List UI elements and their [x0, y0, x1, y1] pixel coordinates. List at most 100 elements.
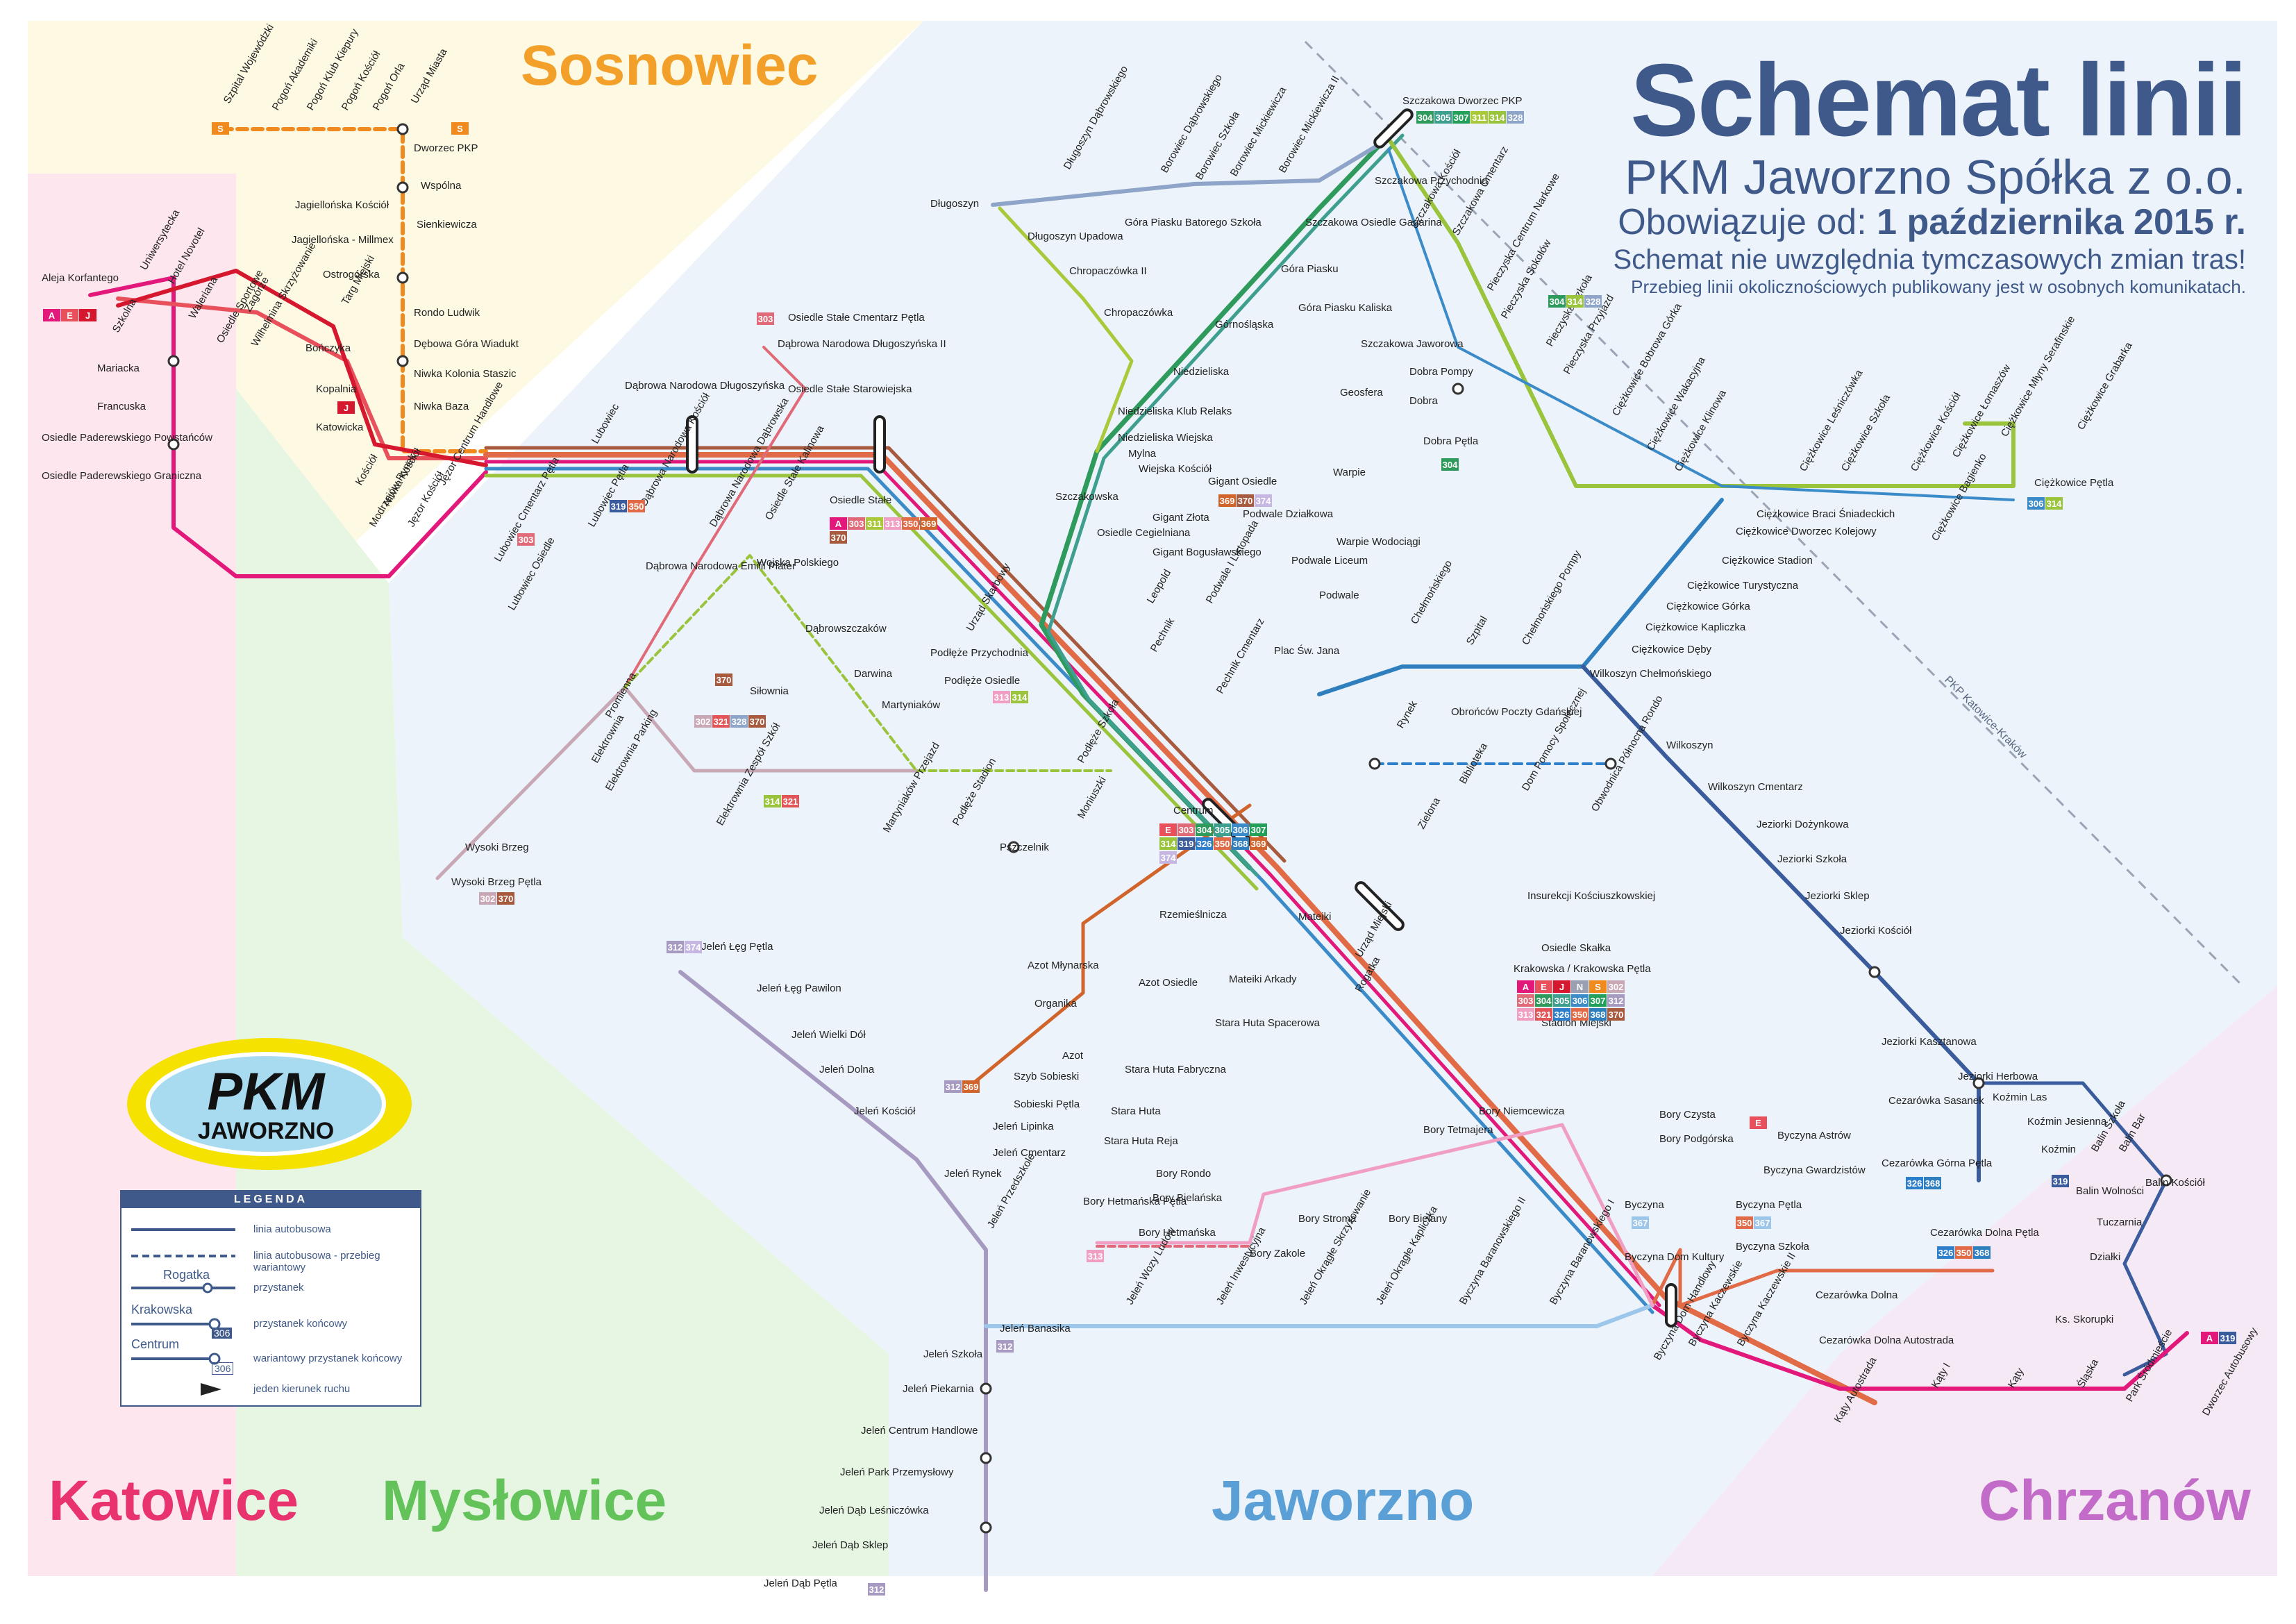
stop-label[interactable]: Geosfera	[1340, 387, 1383, 399]
stop-label[interactable]: Byczyna Pętla	[1736, 1199, 1802, 1211]
stop-label[interactable]: Ciężkowice Górka	[1666, 601, 1751, 612]
stop-label[interactable]: Wiejska Kościół	[1139, 463, 1212, 475]
stop-label[interactable]: Niedzieliska Klub Relaks	[1118, 405, 1232, 417]
stop-label[interactable]: Dąbrowa Narodowa Długoszyńska II	[778, 338, 946, 350]
stop-label[interactable]: Azot Osiedle	[1139, 977, 1198, 989]
stop-label[interactable]: Byczyna Dom Kultury	[1625, 1251, 1725, 1263]
stop-label[interactable]: Bory Hetmańska	[1139, 1227, 1216, 1239]
terminal-marker[interactable]	[1354, 880, 1405, 932]
stop-label[interactable]: Bończyka	[305, 342, 351, 354]
stop-label[interactable]: Wysoki Brzeg	[465, 842, 529, 853]
stop-label[interactable]: Jeziorki Dożynkowa	[1757, 819, 1849, 830]
stop-label[interactable]: Bory Rondo	[1156, 1168, 1211, 1180]
stop-label[interactable]: Ciężkowice Braci Śniadeckich	[1757, 508, 1895, 520]
stop-label[interactable]: Jeleń Park Przemysłowy	[840, 1466, 954, 1478]
stop-label[interactable]: Rzemieślnicza	[1159, 909, 1227, 921]
stop-label[interactable]: Bory Niemcewicza	[1479, 1105, 1565, 1117]
stop-label[interactable]: Górnośląska	[1215, 319, 1274, 330]
stop-label[interactable]: Dobra	[1409, 395, 1439, 407]
stop-label[interactable]: Szczakowska	[1055, 491, 1119, 503]
stop-label[interactable]: Ostrogórska	[323, 269, 380, 281]
stop-label[interactable]: Stara Huta Spacerowa	[1215, 1017, 1321, 1029]
stop-label[interactable]: Ciężkowice Turystyczna	[1687, 580, 1799, 592]
stop-label[interactable]: Bory Tetmajera	[1423, 1124, 1493, 1136]
stop-label[interactable]: Pszczelnik	[1000, 842, 1049, 853]
stop-label[interactable]: Podwale Liceum	[1291, 555, 1368, 567]
stop-label[interactable]: Francuska	[97, 401, 146, 412]
stop-label[interactable]: Niedzieliska	[1173, 366, 1230, 378]
stop-label[interactable]: Sienkiewicza	[417, 219, 477, 231]
stop-label[interactable]: Ciężkowice Stadion	[1722, 555, 1813, 567]
stop-label[interactable]: Podłęże Przychodnia	[930, 647, 1029, 659]
stop-label[interactable]: Jeziorki Herbowa	[1958, 1071, 2038, 1082]
stop-label[interactable]: Wojska Polskiego	[757, 557, 839, 569]
stop-label[interactable]: Stara Huta Fabryczna	[1125, 1064, 1227, 1075]
stop-label[interactable]: Darwina	[854, 668, 893, 680]
stop-label[interactable]: Niwka Baza	[414, 401, 469, 412]
stop-label[interactable]: Gigant Bogusławskiego	[1153, 546, 1262, 558]
stop-label[interactable]: Gigant Osiedle	[1208, 476, 1277, 487]
stop-label[interactable]: Jagiellońska Kościół	[295, 199, 389, 211]
stop-label[interactable]: Koźmin Jesienna	[2027, 1116, 2107, 1128]
stop-label[interactable]: Dębowa Góra Wiadukt	[414, 338, 519, 350]
stop-label[interactable]: Ciężkowice Dworzec Kolejowy	[1736, 526, 1877, 537]
stop-label[interactable]: Jeleń Łęg Pętla	[701, 941, 773, 953]
stop-label[interactable]: Gigant Złota	[1153, 512, 1209, 524]
stop-label[interactable]: Cezarówka Dolna	[1816, 1289, 1898, 1301]
stop-label[interactable]: Koźmin Las	[1993, 1091, 2047, 1103]
stop-label[interactable]: Ks. Skorupki	[2055, 1314, 2113, 1325]
stop-label[interactable]: Chropaczówka	[1104, 307, 1173, 319]
terminal-marker[interactable]	[1665, 1283, 1677, 1328]
stop-marker[interactable]	[1007, 841, 1020, 853]
stop-label[interactable]: Stara Huta Reja	[1104, 1135, 1178, 1147]
stop-label[interactable]: Dobra Pętla	[1423, 435, 1479, 447]
stop-marker[interactable]	[167, 438, 180, 451]
stop-marker[interactable]	[396, 271, 409, 284]
stop-marker[interactable]	[1868, 966, 1881, 978]
stop-label[interactable]: Szyb Sobieski	[1014, 1071, 1079, 1082]
stop-label[interactable]: Wilkoszyn Chełmońskiego	[1590, 668, 1711, 680]
stop-label[interactable]: Wilkoszyn	[1666, 739, 1713, 751]
stop-label[interactable]: Plac Św. Jana	[1274, 644, 1340, 657]
stop-label[interactable]: Katowicka	[316, 421, 364, 433]
stop-label[interactable]: Mylna	[1128, 448, 1157, 460]
stop-label[interactable]: Balin Kościół	[2145, 1177, 2206, 1189]
stop-label[interactable]: Jeziorki Szkoła	[1777, 853, 1847, 865]
stop-label[interactable]: Bory Czysta	[1659, 1109, 1716, 1121]
stop-label[interactable]: Jeleń Banasika	[1000, 1323, 1071, 1334]
stop-marker[interactable]	[396, 123, 409, 135]
stop-label[interactable]: Jeleń Łęg Pawilon	[757, 982, 841, 994]
stop-label[interactable]: Bory Bielańska	[1153, 1192, 1223, 1204]
stop-label[interactable]: Długoszyn	[930, 198, 979, 210]
stop-label[interactable]: Dąbrowa Narodowa Długoszyńska	[625, 380, 785, 392]
stop-label[interactable]: Góra Piasku	[1281, 263, 1339, 275]
stop-label[interactable]: Jeleń Cmentarz	[993, 1147, 1066, 1159]
stop-label[interactable]: Niwka Kolonia Staszic	[414, 368, 517, 380]
stop-marker[interactable]	[396, 355, 409, 367]
stop-label[interactable]: Podwale	[1319, 589, 1359, 601]
terminal-marker[interactable]	[873, 415, 886, 474]
stop-label[interactable]: Siłownia	[750, 685, 789, 697]
stop-label[interactable]: Byczyna Gwardzistów	[1763, 1164, 1866, 1176]
stop-label[interactable]: Szczakowa Jaworowa	[1361, 338, 1464, 350]
terminal-marker[interactable]	[1373, 108, 1414, 149]
stop-label[interactable]: Ciężkowice Pętla	[2034, 477, 2114, 489]
stop-label[interactable]: Bory Podgórska	[1659, 1133, 1734, 1145]
stop-marker[interactable]	[167, 355, 180, 367]
stop-label[interactable]: Azot Młynarska	[1028, 960, 1099, 971]
stop-label[interactable]: Podłęże Osiedle	[944, 675, 1020, 687]
stop-label[interactable]: Podwale Działkowa	[1243, 508, 1334, 520]
stop-label[interactable]: Osiedle Stałe Starowiejska	[788, 383, 912, 395]
stop-marker[interactable]	[980, 1521, 992, 1534]
stop-label[interactable]: Wilkoszyn Cmentarz	[1708, 781, 1803, 793]
stop-label[interactable]: Organika	[1034, 998, 1078, 1010]
stop-label[interactable]: Insurekcji Kościuszkowskiej	[1527, 890, 1655, 902]
stop-label[interactable]: Jeleń Dolna	[819, 1064, 875, 1075]
stop-label[interactable]: Mateiki	[1298, 911, 1332, 923]
stop-label[interactable]: Jeleń Szkoła	[923, 1348, 983, 1360]
stop-label[interactable]: Cezarówka Dolna Autostrada	[1819, 1334, 1954, 1346]
stop-label[interactable]: Dąbrowa Narodowa Emilii Plater	[646, 560, 796, 572]
stop-label[interactable]: Szczakowa Dworzec PKP	[1402, 95, 1523, 107]
stop-label[interactable]: Wspólna	[421, 180, 462, 192]
stop-label[interactable]: Jeziorki Sklep	[1805, 890, 1870, 902]
